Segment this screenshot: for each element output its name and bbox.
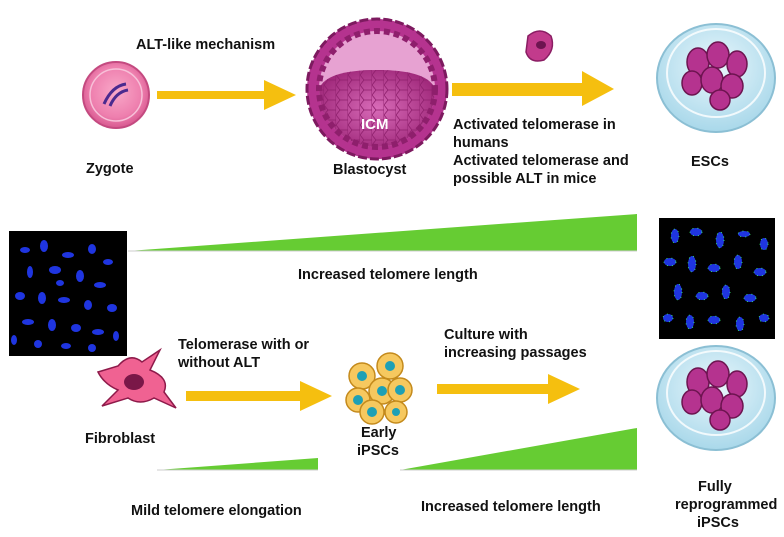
fibroblast-label: Fibroblast — [85, 431, 156, 447]
ipsc-chromosome-image — [659, 218, 775, 339]
fibroblast-icon — [96, 347, 177, 409]
blastocyst-icon — [305, 17, 449, 161]
arrow-to-escs — [452, 71, 614, 106]
alt-like-mechanism-label: ALT-like mechanism — [136, 37, 276, 53]
early-ipscs-line1: Early — [361, 425, 397, 441]
early-ipscs-line2: iPSCs — [357, 443, 399, 459]
telomere-wedge-increased — [400, 428, 637, 470]
fully-reprogrammed-line1: Fully — [698, 479, 732, 495]
arrow-zygote-to-blastocyst — [157, 80, 296, 110]
single-cell-icon — [525, 30, 554, 62]
blastocyst-label: Blastocyst — [333, 162, 407, 178]
telomerase-alt-line2: without ALT — [178, 355, 261, 371]
activated-telomerase-humans-line2: humans — [453, 135, 509, 151]
zygote-icon — [82, 61, 150, 129]
activated-telomerase-mice-line2: possible ALT in mice — [453, 171, 597, 187]
fully-reprogrammed-line3: iPSCs — [697, 515, 739, 531]
arrow-culture-passages — [437, 374, 580, 404]
activated-telomerase-humans-line1: Activated telomerase in — [453, 117, 616, 133]
culture-label-line2: increasing passages — [444, 345, 587, 361]
increased-telomere-length-bottom: Increased telomere length — [421, 499, 601, 515]
arrow-fibroblast-to-early-ipscs — [186, 381, 332, 411]
fibroblast-chromosome-image — [9, 231, 127, 356]
increased-telomere-length-top: Increased telomere length — [298, 267, 478, 283]
telomere-wedge-top — [128, 214, 637, 251]
escs-dish-icon — [656, 23, 776, 133]
fully-reprogrammed-line2: reprogrammed — [675, 497, 778, 513]
ipscs-dish-icon — [656, 345, 776, 451]
escs-label: ESCs — [691, 154, 729, 170]
mild-telomere-elongation-label: Mild telomere elongation — [131, 503, 302, 519]
icm-label: ICM — [361, 116, 389, 133]
early-ipscs-icon — [345, 352, 413, 425]
zygote-label: Zygote — [86, 161, 134, 177]
telomerase-alt-line1: Telomerase with or — [178, 337, 310, 353]
activated-telomerase-mice-line1: Activated telomerase and — [453, 153, 629, 169]
telomere-wedge-mild — [157, 458, 318, 470]
culture-label-line1: Culture with — [444, 327, 528, 343]
